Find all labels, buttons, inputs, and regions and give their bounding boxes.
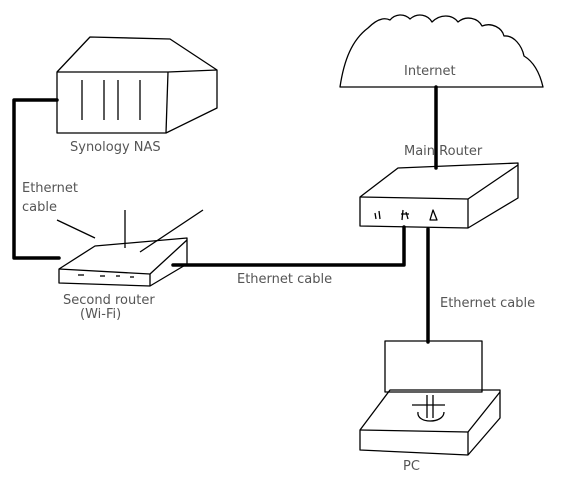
main-router-label: Main Router — [404, 144, 483, 159]
nas-to-second-router-cable — [12, 98, 61, 260]
nas-cable-label-line1: Ethernet — [22, 181, 78, 196]
pc-label: PC — [403, 459, 420, 474]
nas-cable-label-line2: cable — [22, 200, 57, 215]
pc-cable-label: Ethernet cable — [440, 296, 535, 311]
second-router-label-line2: (Wi-Fi) — [80, 307, 121, 322]
nas-icon — [56, 36, 218, 134]
second-router-to-main-router-cable — [171, 225, 406, 267]
router-link-cable-label: Ethernet cable — [237, 272, 332, 287]
internet-cloud-icon — [339, 14, 544, 88]
cables — [12, 85, 438, 344]
second-router-label-line1: Second router — [63, 293, 155, 308]
internet-label: Internet — [404, 64, 456, 79]
pc-icon — [359, 340, 501, 456]
second-router-icon — [56, 209, 204, 287]
main-router-icon — [359, 162, 519, 229]
nas-label: Synology NAS — [70, 140, 161, 155]
